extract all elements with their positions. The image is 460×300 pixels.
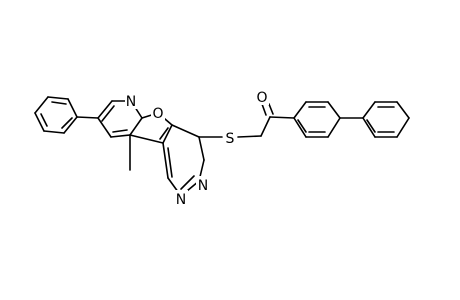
biphenyl-ring-inner (293, 101, 341, 138)
atom-n-pyridine: N (126, 94, 136, 110)
atom-label-furan-o: O (151, 104, 165, 122)
bond-s-ch2 (237, 135, 262, 138)
atom-s: S (226, 131, 235, 147)
atom-label-carbonyl-o: O (255, 88, 269, 106)
bond-phenyl-to-pyridine (76, 116, 99, 119)
atom-n-pyrimidine-upper: N (198, 178, 208, 194)
atom-label-pyridine-n: N (125, 93, 138, 110)
atom-label-pyrimidine-n2: N (174, 190, 188, 208)
phenyl-ring-left (34, 96, 78, 134)
atom-o-furan: O (152, 106, 163, 122)
biphenyl-ring-outer (362, 101, 410, 138)
atom-n-pyrimidine-lower: N (176, 192, 186, 208)
atom-label-pyrimidine-n1: N (196, 176, 210, 194)
atom-o-carbonyl: O (256, 90, 267, 106)
atom-label-sulfur: S (223, 129, 237, 147)
bond-carbonyl-double-1 (261, 103, 267, 116)
bond-carbonyl-double-2 (268, 103, 274, 115)
bond-ch2-carbonyl (260, 116, 271, 137)
bond-carbonyl-to-ring (269, 116, 295, 119)
